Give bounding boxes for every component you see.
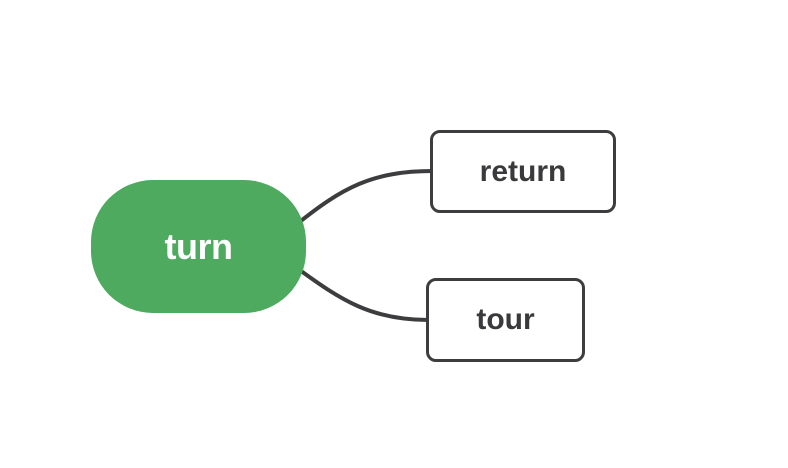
- connector-root-to-tour: [295, 266, 431, 322]
- child-node-tour[interactable]: tour: [426, 278, 585, 362]
- child-node-return[interactable]: return: [430, 130, 616, 213]
- root-node-label: turn: [164, 225, 233, 267]
- root-node-turn[interactable]: turn: [91, 180, 306, 313]
- child-node-label: tour: [476, 303, 535, 336]
- connector-root-to-return: [295, 169, 435, 226]
- child-node-label: return: [479, 154, 567, 188]
